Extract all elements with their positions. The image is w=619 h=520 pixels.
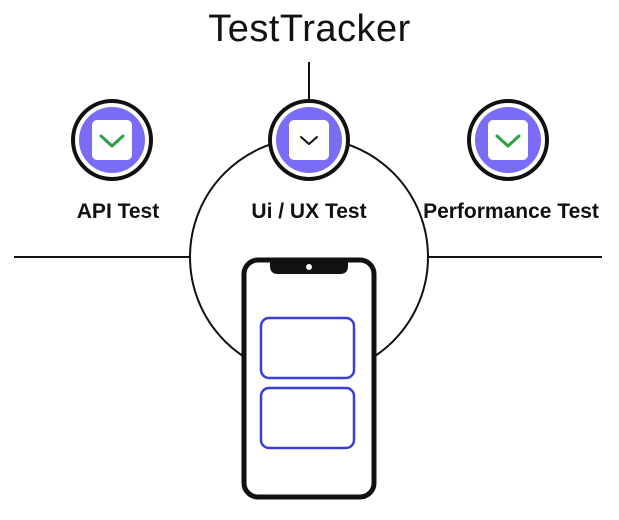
node-perf-tile	[488, 120, 528, 160]
node-label-ui-ux: Ui / UX Test	[251, 200, 367, 223]
smartphone-icon	[241, 257, 377, 500]
diagram-title: TestTracker	[208, 8, 411, 50]
node-api-test[interactable]	[71, 99, 153, 181]
check-icon	[495, 134, 521, 148]
node-ui-ux-test[interactable]	[268, 99, 350, 181]
node-label-api: API Test	[76, 200, 160, 223]
node-label-performance: Performance Test	[423, 200, 599, 223]
content-panel-top[interactable]	[259, 316, 356, 380]
node-api-tile	[92, 120, 132, 160]
chevron-down-icon	[300, 136, 318, 145]
check-icon	[99, 134, 125, 148]
node-performance-test[interactable]	[467, 99, 549, 181]
node-ui-tile	[289, 120, 329, 160]
content-panel-bottom[interactable]	[259, 386, 356, 450]
phone-camera	[306, 264, 312, 270]
